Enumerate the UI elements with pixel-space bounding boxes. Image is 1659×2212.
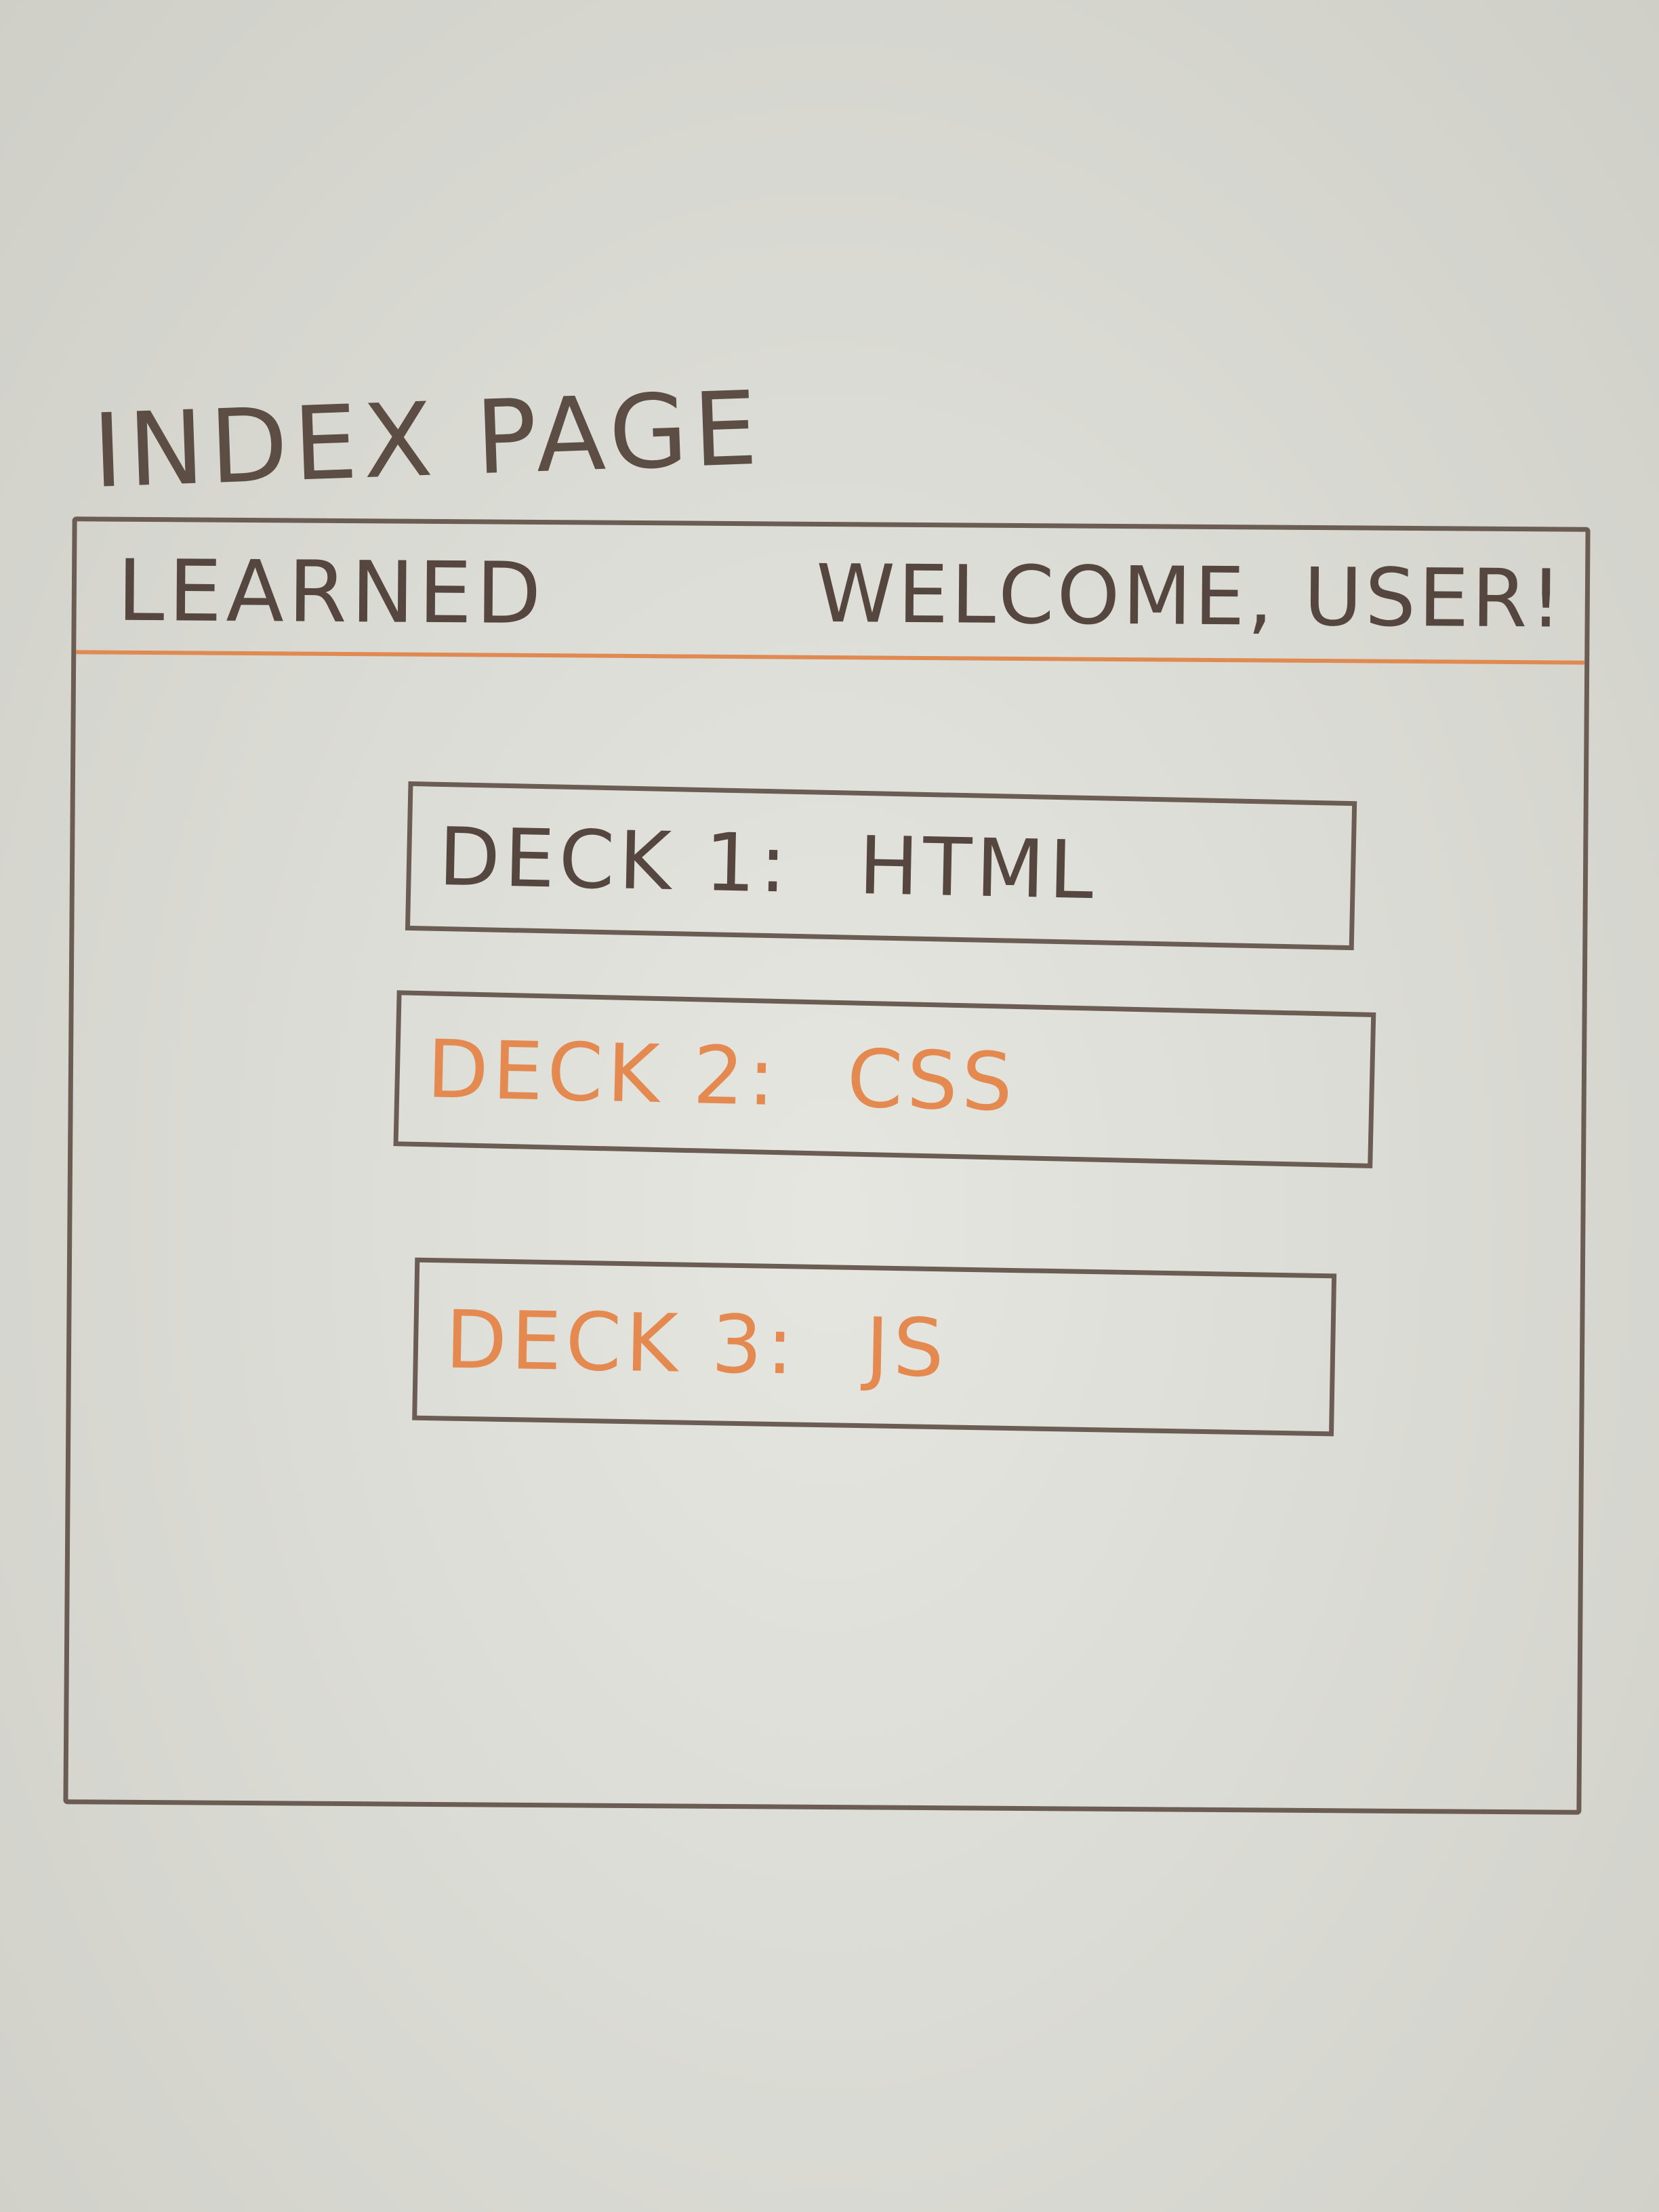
deck-name: DECK 3: xyxy=(445,1292,798,1393)
deck-name: DECK 2: xyxy=(426,1022,781,1124)
deck-topic: HTML xyxy=(857,818,1099,918)
deck-item-js[interactable]: DECK 3: JS xyxy=(412,1257,1337,1437)
brand-logo[interactable]: LEARNED xyxy=(117,541,546,644)
deck-item-html[interactable]: DECK 1: HTML xyxy=(405,781,1357,951)
page-title: INDEX PAGE xyxy=(90,369,765,511)
deck-topic: CSS xyxy=(846,1031,1018,1129)
deck-name: DECK 1: xyxy=(437,809,792,911)
welcome-message: WELCOME, USER! xyxy=(815,546,1565,646)
header-bar: LEARNED WELCOME, USER! xyxy=(76,521,1586,665)
deck-item-css[interactable]: DECK 2: CSS xyxy=(393,990,1376,1168)
deck-topic: JS xyxy=(864,1300,949,1395)
wireframe-window: LEARNED WELCOME, USER! DECK 1: HTML DECK… xyxy=(63,516,1591,1815)
